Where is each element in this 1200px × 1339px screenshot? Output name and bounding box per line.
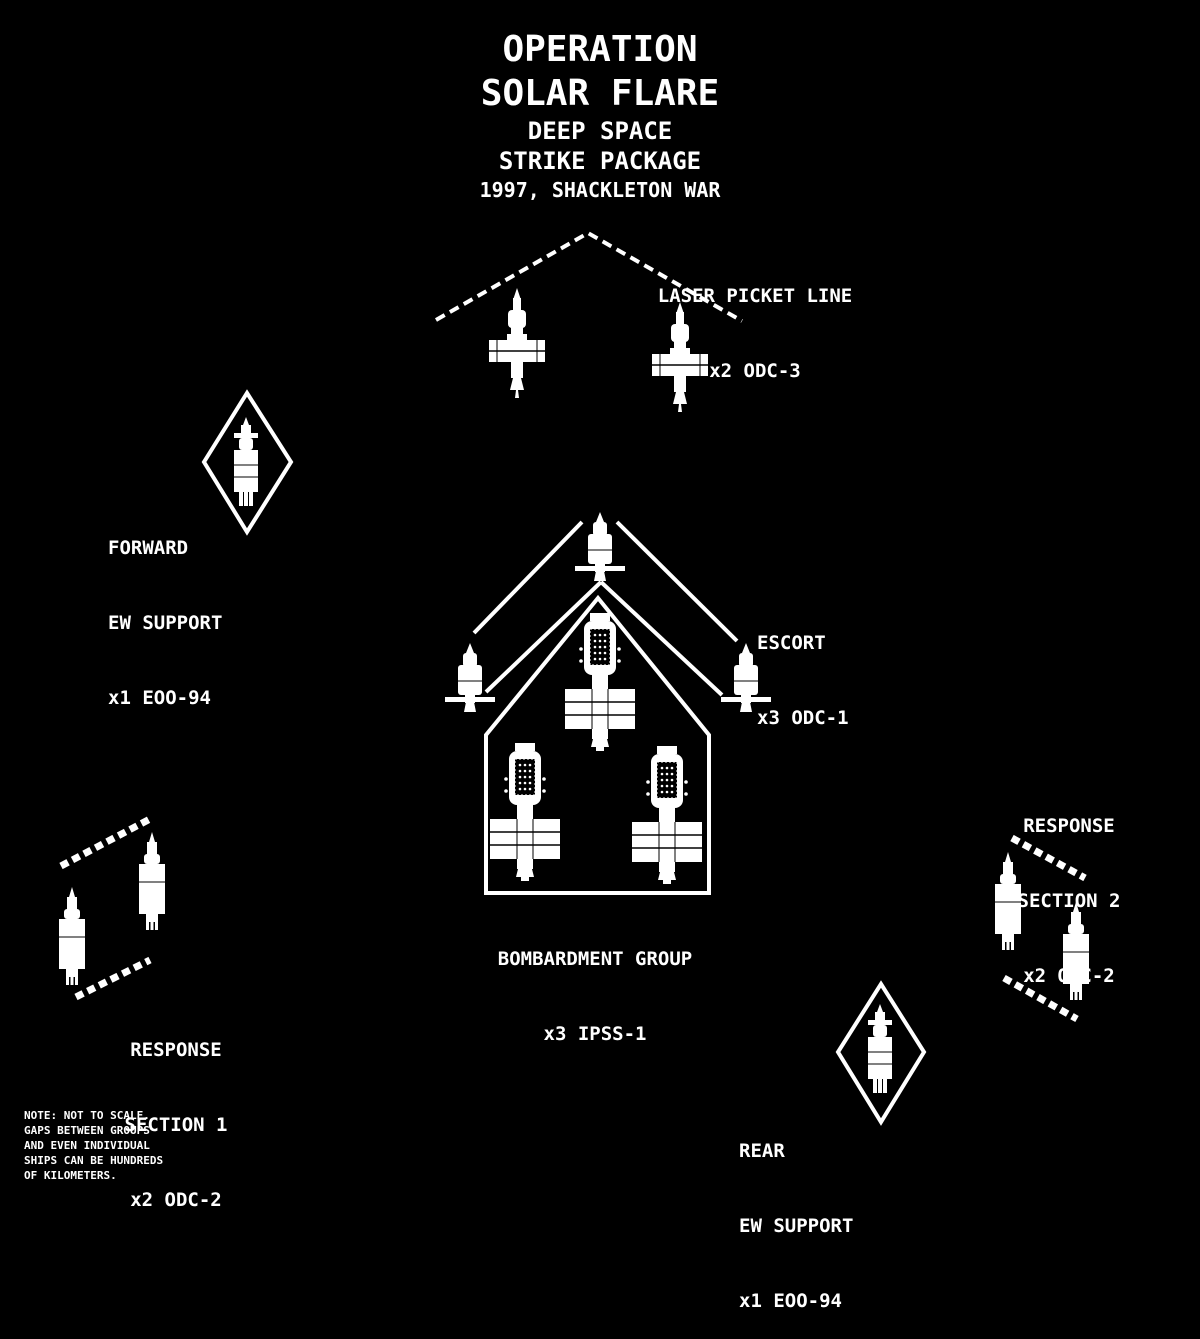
odc2-ship-icon [58,886,86,986]
title-block: OPERATION SOLAR FLARE DEEP SPACE STRIKE … [300,28,900,204]
ipss1-ship-icon [489,742,561,882]
scale-note: NOTE: NOT TO SCALE. GAPS BETWEEN GROUPS … [24,1109,164,1182]
label-response-2: RESPONSE SECTION 2 x2 ODC-2 [1017,815,1121,987]
odc3-ship-icon [488,287,546,399]
subtitle-line-3: 1997, SHACKLETON WAR [479,178,721,202]
response-2-formation [1002,834,1087,1023]
title-line-2: SOLAR FLARE [480,73,720,114]
odc1-ship-icon [444,642,496,713]
eoo94-ship-icon [233,416,259,507]
odc2-ship-icon [138,831,166,931]
label-escort: ESCORT x3 ODC-1 [757,632,849,729]
subtitle-line-1: DEEP SPACE [527,117,673,145]
label-bombardment: BOMBARDMENT GROUP x3 IPSS-1 [497,948,693,1045]
response-1-formation [59,815,152,1001]
picket-line-formation [435,230,743,323]
ew-diamond-formation [201,389,294,536]
label-rear-ew: REAR EW SUPPORT x1 EOO-94 [739,1140,854,1312]
label-laser-picket: LASER PICKET LINE x2 ODC-3 [657,285,853,382]
escort-formation [472,520,739,697]
eoo94-ship-icon [867,1003,893,1094]
ew-diamond-formation [835,980,927,1126]
label-forward-ew: FORWARD EW SUPPORT x1 EOO-94 [108,537,223,709]
bombardment-formation [484,594,711,895]
subtitle-line-2: STRIKE PACKAGE [498,147,702,175]
ipss1-ship-icon [631,745,703,885]
title-line-1: OPERATION [502,29,698,70]
formation-diagram [58,230,1090,1126]
